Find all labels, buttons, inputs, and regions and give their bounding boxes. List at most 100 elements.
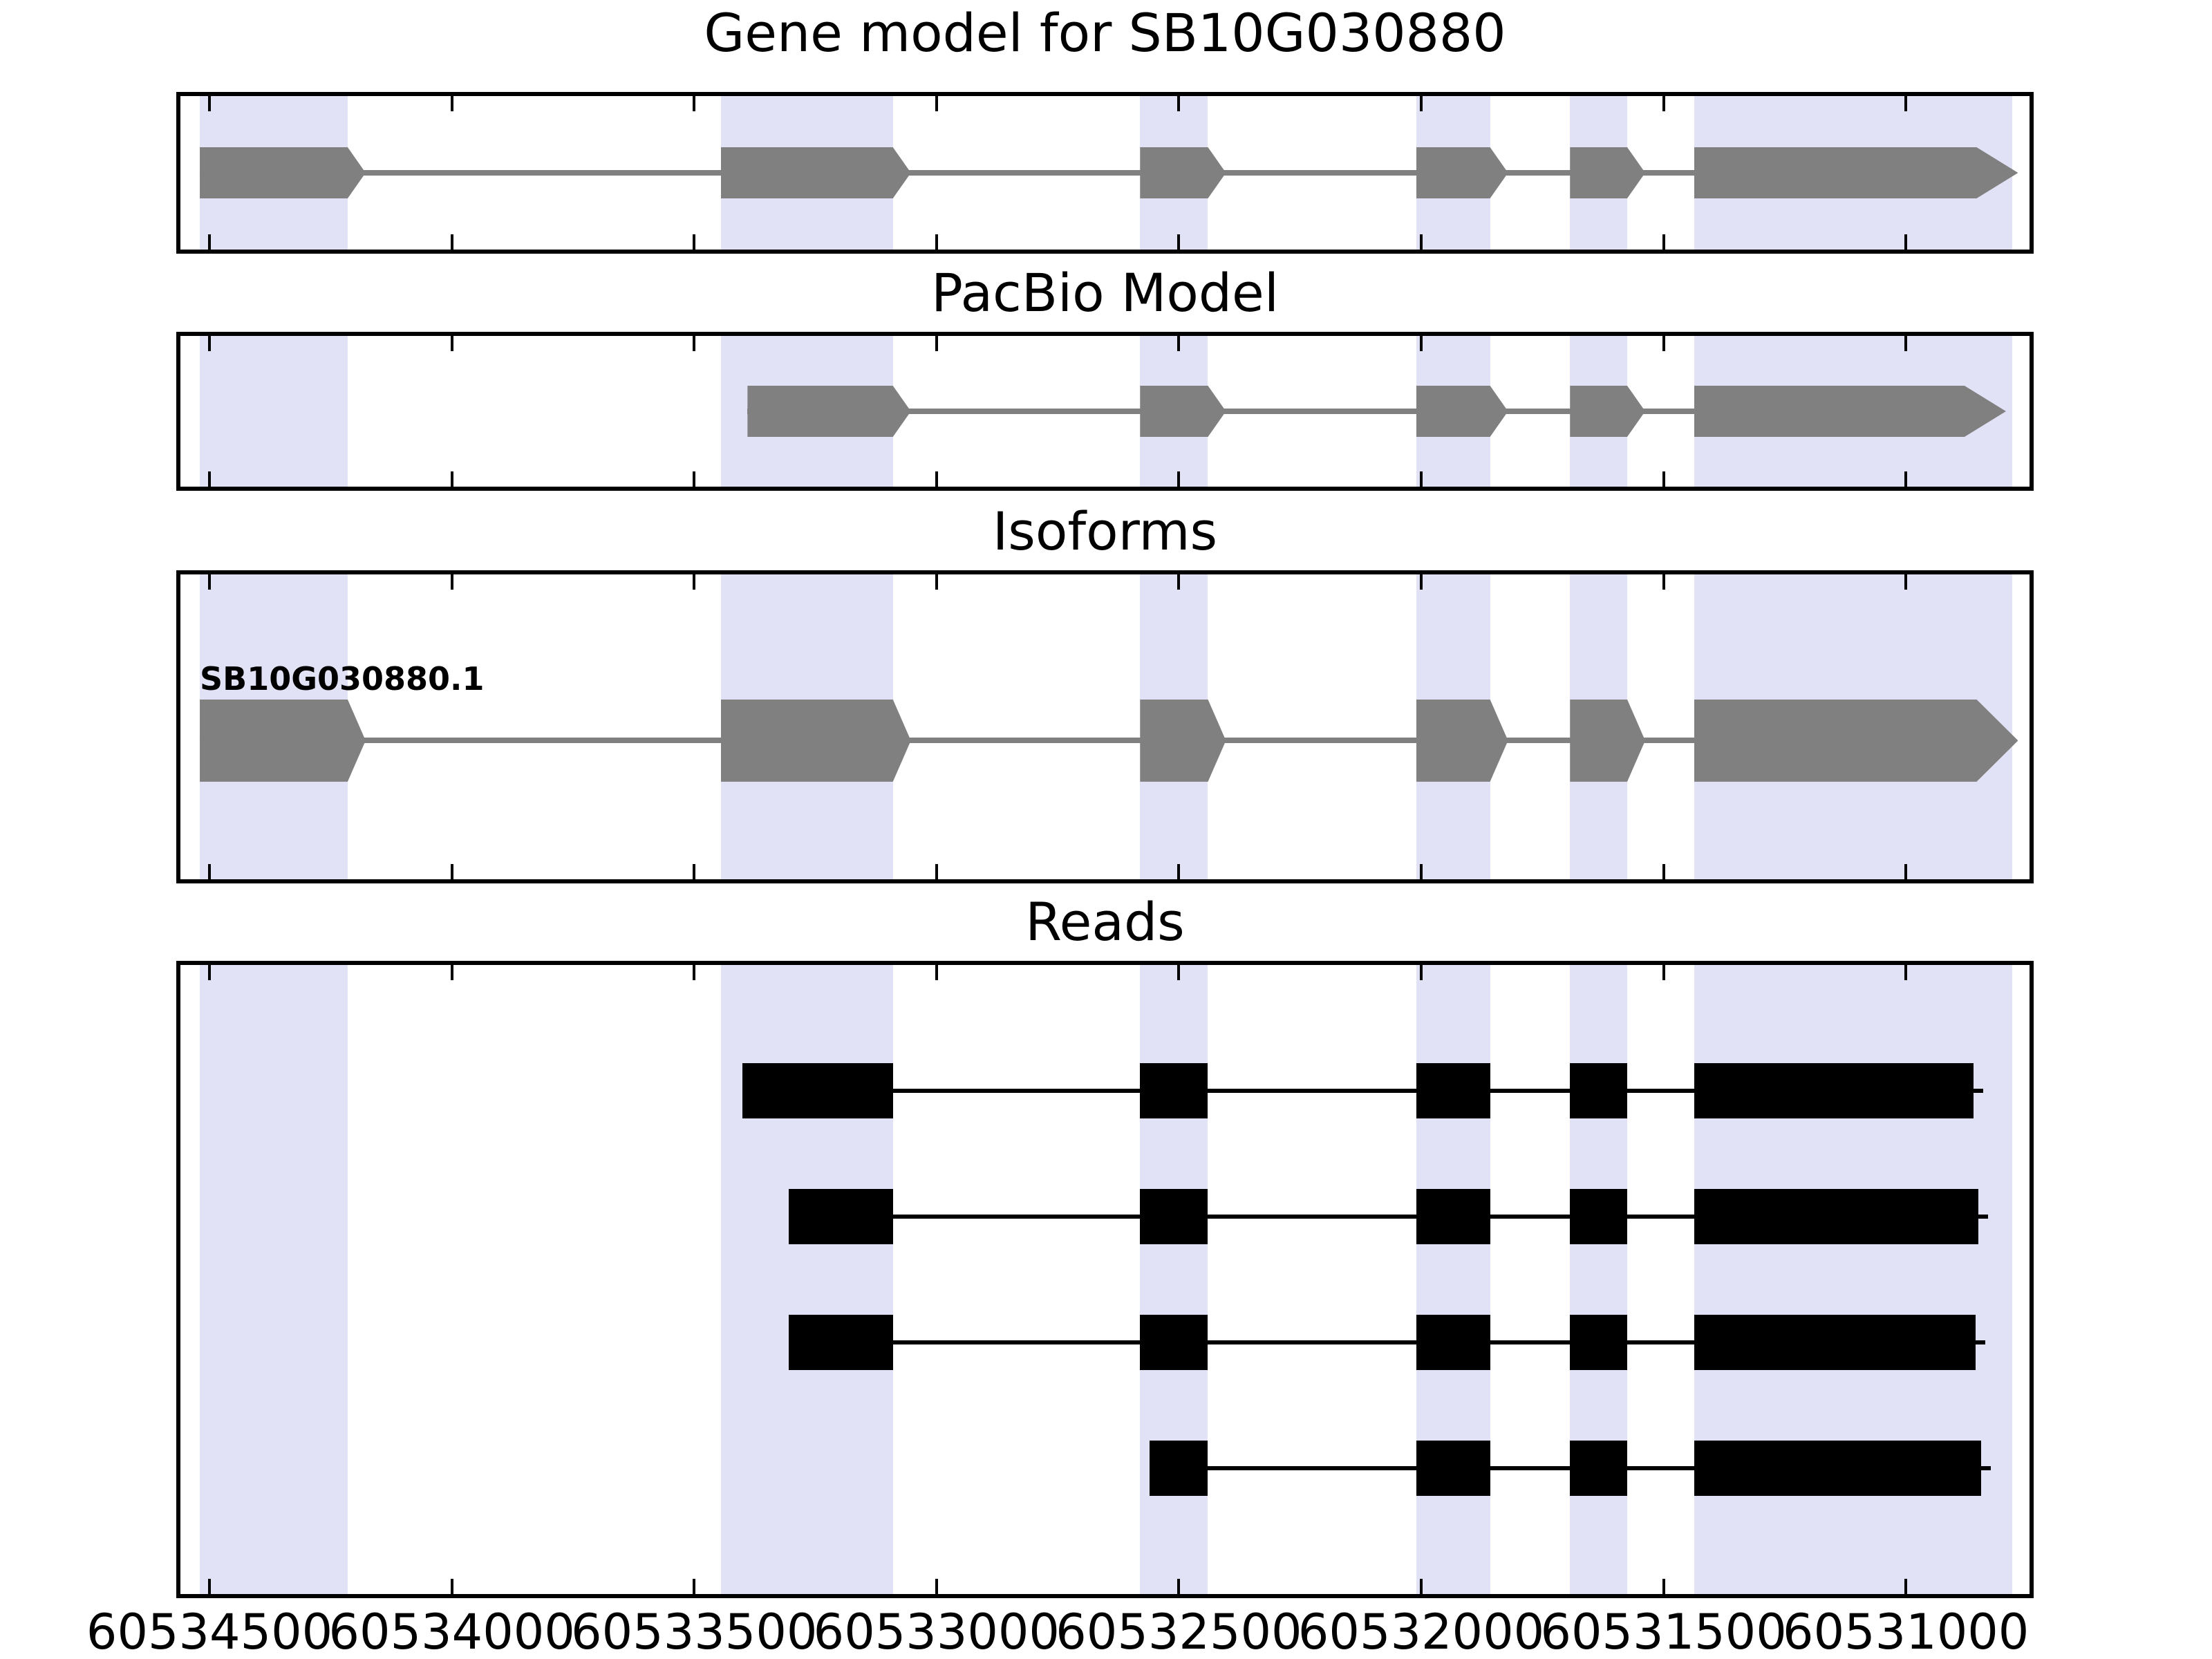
- axis-tick-bottom: [208, 864, 212, 879]
- axis-tick-bottom: [1904, 234, 1908, 250]
- exon-highlight-band: [1570, 965, 1628, 1594]
- axis-tick-top: [935, 336, 938, 351]
- axis-tick-bottom: [1177, 864, 1181, 879]
- exon-highlight-band: [1416, 965, 1490, 1594]
- axis-tick-bottom: [450, 864, 453, 879]
- read-line: [742, 1089, 1984, 1093]
- axis-tick-bottom: [450, 234, 453, 250]
- axis-tick-bottom: [1420, 234, 1423, 250]
- read-block: [1416, 1315, 1490, 1370]
- exon-highlight-band: [200, 965, 348, 1594]
- axis-tick-bottom: [1662, 864, 1665, 879]
- axis-tick-bottom: [693, 1579, 696, 1594]
- axis-tick-top: [935, 965, 938, 980]
- axis-tick-top: [693, 336, 696, 351]
- axis-tick-bottom: [1177, 471, 1181, 487]
- axis-tick-top: [1904, 965, 1908, 980]
- exon-arrow: [1416, 386, 1508, 437]
- exon-arrow: [200, 147, 366, 198]
- exon-arrow: [1140, 700, 1226, 782]
- exon-arrow: [1416, 700, 1508, 782]
- axis-tick-bottom: [1420, 471, 1423, 487]
- axis-tick-top: [1420, 965, 1423, 980]
- axis-tick-bottom: [693, 234, 696, 250]
- axis-tick-top: [693, 965, 696, 980]
- pacbio-panel-title: PacBio Model: [931, 262, 1279, 324]
- x-tick-label: 60533500: [571, 1604, 818, 1659]
- read-block: [1694, 1315, 1976, 1370]
- read-block: [1140, 1315, 1208, 1370]
- read-block: [1694, 1189, 1979, 1244]
- exon-arrow: [200, 700, 366, 782]
- axis-tick-top: [1904, 336, 1908, 351]
- read-block: [1416, 1441, 1490, 1496]
- axis-tick-top: [1662, 96, 1665, 111]
- x-tick-label: 60532500: [1056, 1604, 1302, 1659]
- axis-tick-top: [450, 96, 453, 111]
- reads-panel-title: Reads: [1025, 891, 1185, 953]
- read-block: [1694, 1063, 1974, 1118]
- axis-tick-top: [1177, 336, 1181, 351]
- read-block: [1416, 1063, 1490, 1118]
- read-block: [1140, 1063, 1208, 1118]
- isoforms-panel: SB10G030880.1: [176, 570, 2034, 883]
- isoforms-plot-area: SB10G030880.1: [180, 574, 2030, 879]
- axis-tick-top: [935, 574, 938, 590]
- read-block: [742, 1063, 893, 1118]
- axis-tick-bottom: [1904, 1579, 1908, 1594]
- read-line: [788, 1215, 1989, 1219]
- pacbio-plot-area: [180, 336, 2030, 487]
- x-tick-label: 60531000: [1783, 1604, 2030, 1659]
- axis-tick-bottom: [450, 471, 453, 487]
- read-block: [1150, 1441, 1208, 1496]
- axis-tick-top: [1177, 574, 1181, 590]
- exon-highlight-band: [1140, 965, 1208, 1594]
- axis-tick-top: [1177, 965, 1181, 980]
- intron-line: [200, 170, 2013, 176]
- axis-tick-bottom: [1904, 471, 1908, 487]
- axis-tick-bottom: [208, 234, 212, 250]
- pacbio-model-panel: [176, 332, 2034, 491]
- isoform-label: SB10G030880.1: [200, 660, 485, 698]
- axis-tick-top: [1420, 96, 1423, 111]
- read-block: [1416, 1189, 1490, 1244]
- axis-tick-top: [208, 96, 212, 111]
- reads-plot-area: [180, 965, 2030, 1594]
- exon-highlight-band: [720, 965, 893, 1594]
- axis-tick-bottom: [1662, 234, 1665, 250]
- axis-tick-bottom: [1177, 1579, 1181, 1594]
- axis-tick-top: [693, 96, 696, 111]
- axis-tick-bottom: [693, 471, 696, 487]
- axis-tick-top: [450, 965, 453, 980]
- read-block: [1570, 1189, 1628, 1244]
- axis-tick-bottom: [935, 864, 938, 879]
- exon-arrow: [1140, 386, 1226, 437]
- axis-tick-top: [1904, 96, 1908, 111]
- exon-arrow-end: [1694, 700, 2018, 782]
- axis-tick-bottom: [1662, 1579, 1665, 1594]
- axis-tick-bottom: [450, 1579, 453, 1594]
- exon-arrow: [1570, 147, 1645, 198]
- axis-tick-top: [208, 574, 212, 590]
- axis-tick-bottom: [1662, 471, 1665, 487]
- axis-tick-top: [1662, 336, 1665, 351]
- axis-tick-bottom: [1177, 234, 1181, 250]
- intron-line: [200, 738, 2013, 744]
- axis-tick-bottom: [1904, 864, 1908, 879]
- axis-tick-top: [1662, 965, 1665, 980]
- exon-arrow: [721, 700, 911, 782]
- read-block: [788, 1315, 893, 1370]
- exon-arrow: [1570, 386, 1645, 437]
- axis-tick-bottom: [935, 471, 938, 487]
- axis-tick-top: [450, 336, 453, 351]
- intron-line: [747, 409, 2000, 414]
- read-line: [788, 1340, 1986, 1344]
- axis-tick-bottom: [208, 1579, 212, 1594]
- read-block: [1570, 1315, 1628, 1370]
- axis-tick-bottom: [935, 1579, 938, 1594]
- main-title: Gene model for SB10G030880: [704, 2, 1506, 64]
- exon-highlight-band: [200, 336, 348, 487]
- read-block: [1140, 1189, 1208, 1244]
